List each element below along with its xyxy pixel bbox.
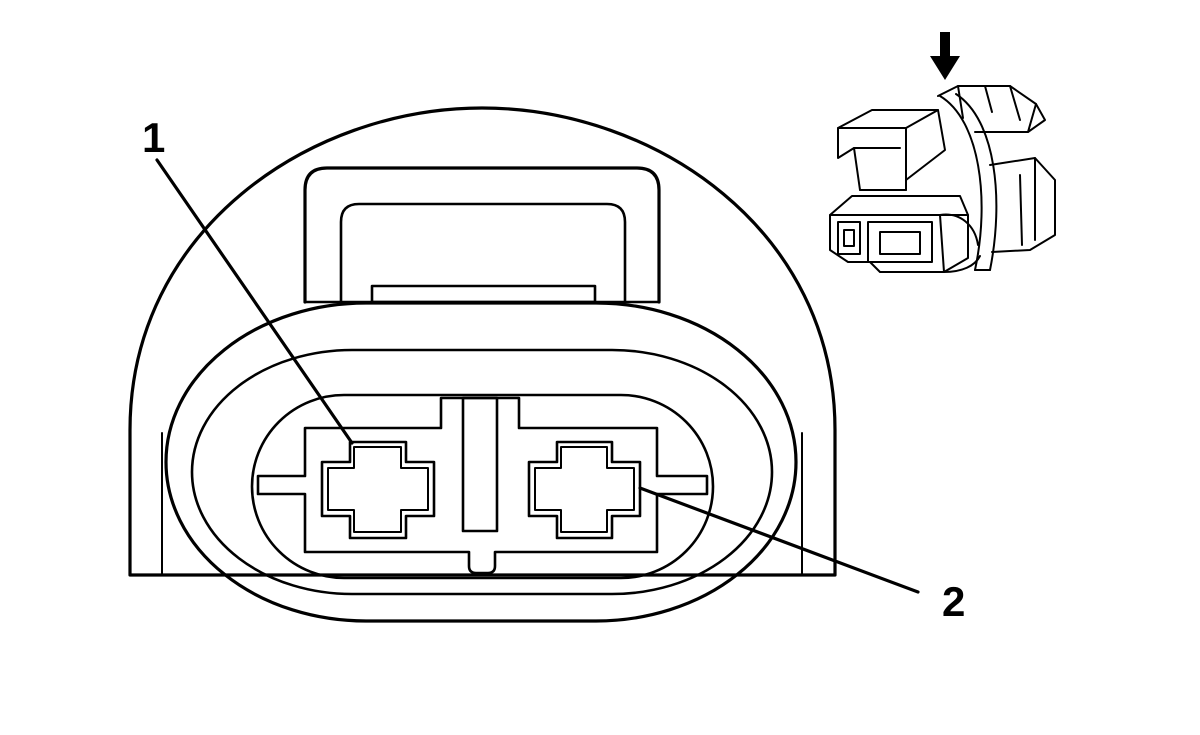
seal-middle-ring <box>190 348 774 596</box>
pin-label-1: 1 <box>142 114 165 161</box>
terminal-1-inner <box>327 446 429 533</box>
connector-front-view <box>128 106 837 623</box>
terminal-2-inner <box>534 446 635 533</box>
terminal-cavity-body <box>256 396 709 575</box>
latch-slot <box>370 284 597 304</box>
outer-housing <box>128 106 837 577</box>
connector-isometric-icon <box>829 85 1056 273</box>
terminal-2-outer <box>527 440 642 540</box>
latch-outer <box>303 166 661 304</box>
seal-outer-ring <box>164 301 798 623</box>
callout-2: 2 <box>638 486 965 625</box>
callout-1: 1 <box>142 114 354 445</box>
inset-view <box>829 32 1056 273</box>
terminal-1-outer <box>320 440 436 540</box>
seal-inner-ring <box>250 393 715 580</box>
center-divider <box>461 396 499 533</box>
leader-line-1 <box>155 158 354 445</box>
pin-label-2: 2 <box>942 578 965 625</box>
leader-line-2 <box>638 486 920 594</box>
down-arrow-icon <box>930 32 960 80</box>
latch-inner <box>339 202 627 304</box>
